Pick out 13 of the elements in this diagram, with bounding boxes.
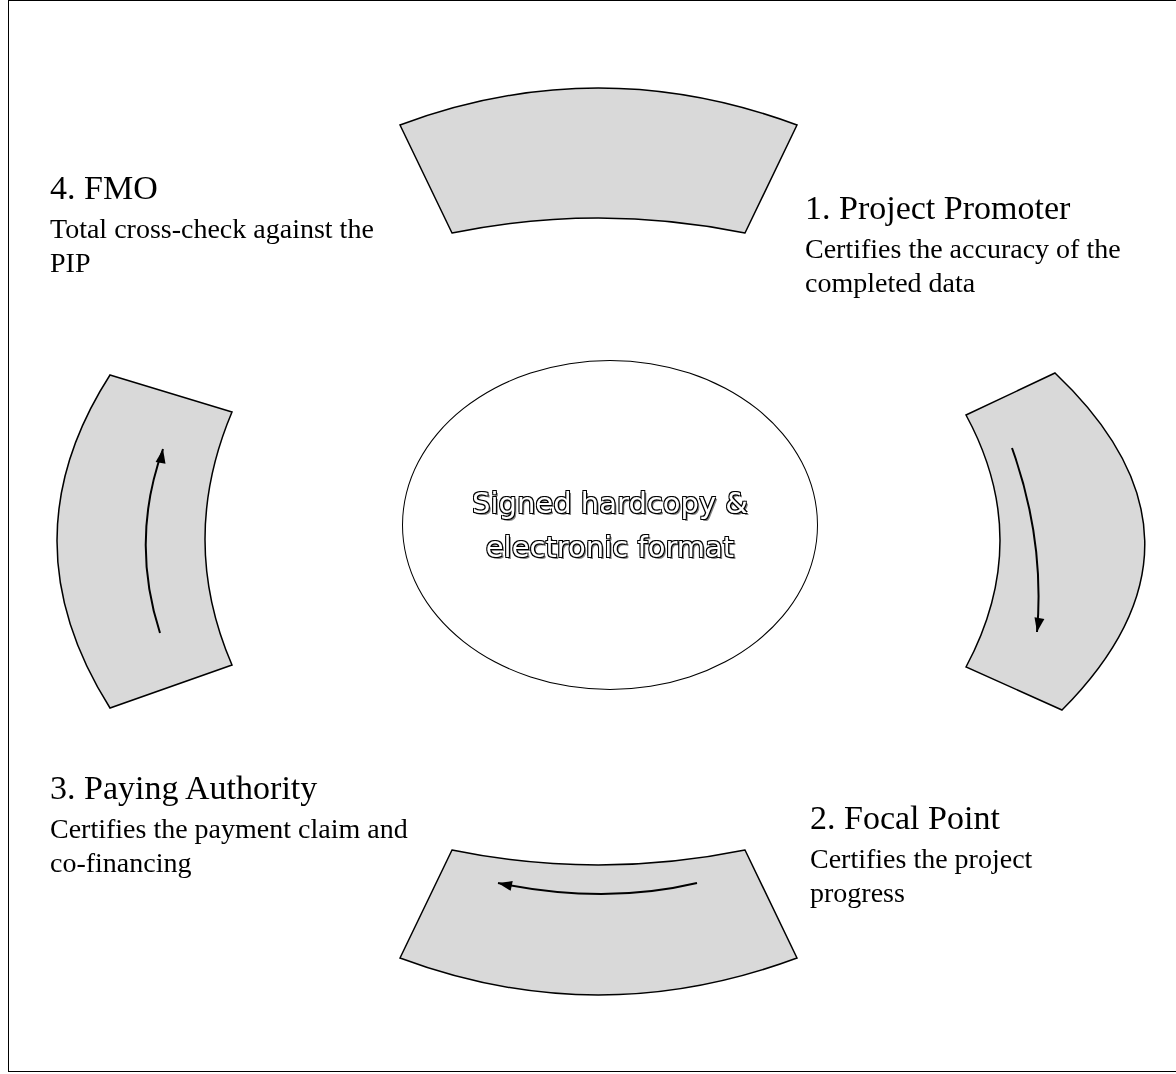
curved-band — [398, 85, 799, 235]
step-heading: 2. Focal Point — [810, 798, 1001, 838]
step-description: Certifies the payment claim and co-financing — [50, 812, 409, 880]
center-text: Signed hardcopy & electronic format — [471, 485, 750, 566]
curved-band — [55, 373, 234, 710]
curved-band — [398, 848, 799, 997]
step-description: Total cross-check against the PIP — [50, 212, 375, 280]
step-heading: 4. FMO — [50, 168, 159, 208]
curved-band — [964, 371, 1148, 712]
step-heading: 3. Paying Authority — [50, 768, 319, 808]
step-description: Certifies the accuracy of the completed data — [805, 232, 1122, 300]
step-heading: 1. Project Promoter — [805, 188, 1072, 228]
step-description: Certifies the project progress — [810, 842, 1034, 910]
